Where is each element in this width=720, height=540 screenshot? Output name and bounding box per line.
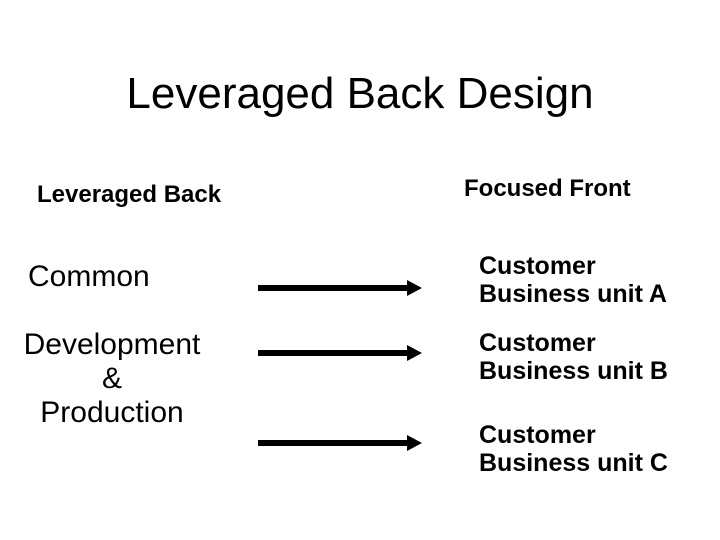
arrow-to-unit-c-icon bbox=[258, 435, 422, 451]
ampersand-line: & bbox=[101, 362, 122, 395]
development-line: Development bbox=[23, 328, 201, 361]
unit-a-line2: Business unit A bbox=[479, 280, 667, 308]
arrow-shaft bbox=[258, 440, 410, 446]
production-line: Production bbox=[40, 396, 184, 429]
unit-c-line1: Customer bbox=[479, 421, 596, 449]
unit-b-line1: Customer bbox=[479, 329, 596, 357]
customer-business-unit-a: Customer Business unit A bbox=[479, 252, 667, 308]
unit-b-line2: Business unit B bbox=[479, 357, 668, 385]
arrow-head bbox=[407, 280, 422, 296]
left-item-common: Common bbox=[28, 260, 150, 293]
left-column-header: Leveraged Back bbox=[37, 181, 222, 208]
left-item-development-production: Development & Production bbox=[2, 328, 222, 430]
arrow-shaft bbox=[258, 285, 410, 291]
customer-business-unit-c: Customer Business unit C bbox=[479, 421, 668, 477]
right-column-header: Focused Front bbox=[464, 175, 631, 202]
arrow-to-unit-b-icon bbox=[258, 345, 422, 361]
slide-title: Leveraged Back Design bbox=[126, 69, 594, 118]
arrow-shaft bbox=[258, 350, 410, 356]
unit-c-line2: Business unit C bbox=[479, 449, 668, 477]
arrow-head bbox=[407, 435, 422, 451]
customer-business-unit-b: Customer Business unit B bbox=[479, 329, 668, 385]
arrow-to-unit-a-icon bbox=[258, 280, 422, 296]
arrow-head bbox=[407, 345, 422, 361]
unit-a-line1: Customer bbox=[479, 252, 596, 280]
